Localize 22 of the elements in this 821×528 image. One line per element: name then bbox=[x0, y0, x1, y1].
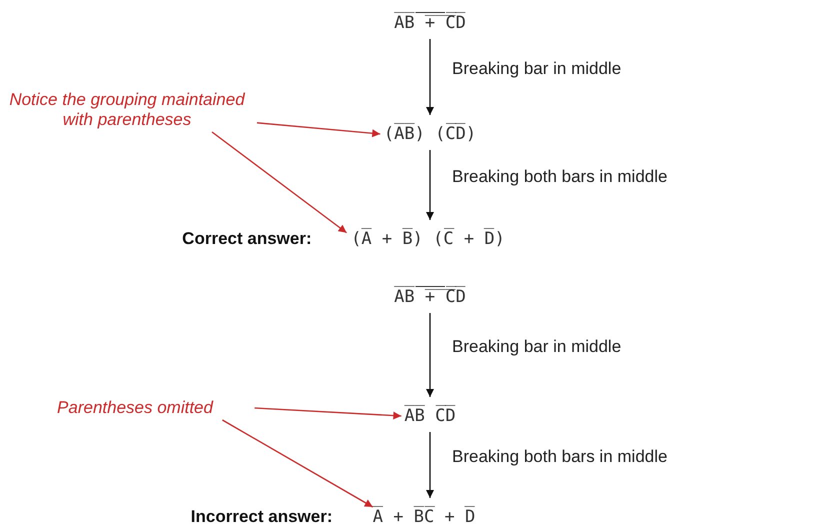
arrow bbox=[222, 419, 374, 508]
boolean-expression: (A̅B̅) (C̅D̅) bbox=[384, 119, 476, 144]
boolean-expression: A̅B̅ ̅+̅ ̅C̅D̅ bbox=[394, 282, 466, 307]
arrow bbox=[254, 407, 402, 420]
boolean-expression: (A̅ + B̅) (C̅ + D̅) bbox=[351, 224, 505, 249]
arrow bbox=[426, 432, 434, 498]
boolean-expression: A̅B̅ C̅D̅ bbox=[404, 401, 456, 426]
edge-label: Breaking both bars in middle bbox=[452, 447, 668, 467]
edge-label: Breaking bar in middle bbox=[452, 337, 622, 357]
answer-label: Incorrect answer: bbox=[190, 507, 333, 527]
boolean-expression: A̅B̅ ̅+̅ ̅C̅D̅ bbox=[394, 8, 466, 33]
edge-label: Breaking bar in middle bbox=[452, 59, 622, 79]
edge-label: Breaking both bars in middle bbox=[452, 167, 668, 187]
annotation-note: Notice the grouping maintained with parentheses bbox=[2, 90, 252, 130]
arrow bbox=[426, 313, 434, 397]
arrow bbox=[256, 122, 380, 138]
arrow bbox=[212, 131, 347, 234]
boolean-expression: A̅ + B̅C̅ + D̅ bbox=[372, 502, 476, 527]
arrow bbox=[426, 39, 434, 115]
answer-label: Correct answer: bbox=[182, 229, 312, 249]
arrow bbox=[426, 150, 434, 220]
annotation-note: Parentheses omitted bbox=[20, 398, 250, 418]
